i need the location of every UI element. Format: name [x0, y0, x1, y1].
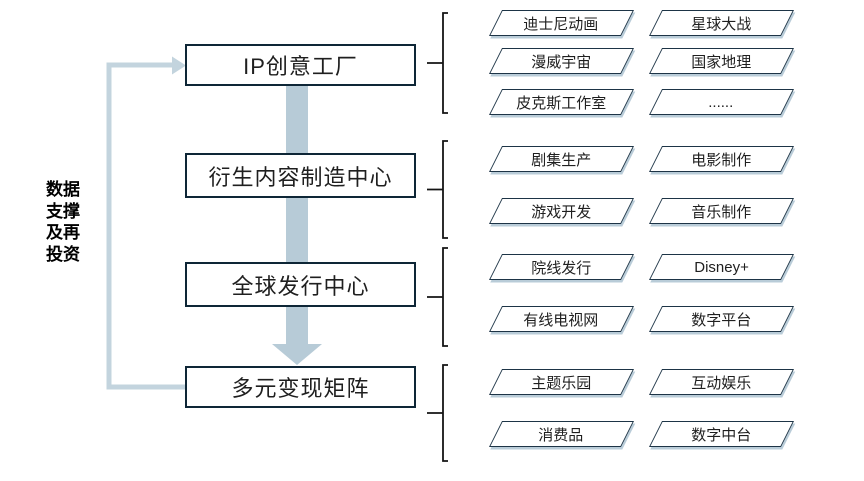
stage-item-label: 漫威宇宙 [531, 53, 592, 71]
bracket-icon-2 [427, 140, 448, 239]
stage-item-label: 数字中台 [691, 426, 752, 444]
stage-item: Disney+ [649, 254, 795, 280]
stage-item-label: 主题乐园 [531, 374, 592, 392]
stage-item-label: 电影制作 [691, 151, 752, 169]
stage-item: 电影制作 [649, 146, 795, 172]
stage-item: 消费品 [489, 421, 635, 447]
stage-item-label: Disney+ [694, 258, 749, 276]
stage-item: 院线发行 [489, 254, 635, 280]
feedback-arrow-icon [172, 56, 186, 75]
side-label-line: 及再 [46, 223, 80, 242]
stage-item-label: 迪士尼动画 [523, 15, 600, 33]
stage-item: 音乐制作 [649, 198, 795, 224]
stage-item: ...... [649, 89, 795, 115]
stage-item: 漫威宇宙 [489, 48, 635, 74]
bracket-icon-1 [427, 12, 448, 114]
side-label-line: 数据 [46, 180, 80, 199]
side-label-line: 支撑 [46, 201, 80, 221]
flow-box-distribution-center: 全球发行中心 [185, 262, 416, 307]
stage-item-label: 国家地理 [691, 53, 752, 71]
stage-item: 皮克斯工作室 [489, 89, 635, 115]
stage-item-label: 有线电视网 [523, 311, 600, 329]
flow-arrow-icon [272, 84, 322, 365]
bracket-icon-4 [427, 364, 448, 462]
stage-item-label: ...... [708, 93, 735, 111]
stage-item-label: 剧集生产 [531, 151, 592, 169]
stage-item: 迪士尼动画 [489, 10, 635, 36]
stage-item: 国家地理 [649, 48, 795, 74]
stage-item-label: 数字平台 [691, 311, 752, 329]
stage-item-label: 皮克斯工作室 [516, 94, 607, 112]
stage-item-label: 游戏开发 [531, 203, 592, 221]
side-label-line: 投资 [46, 244, 80, 264]
flow-box-monetization-matrix: 多元变现矩阵 [185, 366, 416, 408]
stage-item: 互动娱乐 [649, 369, 795, 395]
flow-box-content-center: 衍生内容制造中心 [185, 153, 416, 198]
flow-box-ip-creative-factory: IP创意工厂 [185, 44, 416, 86]
side-label-data-support: 数据 支撑 及再 投资 [41, 179, 85, 265]
stage-item: 星球大战 [649, 10, 795, 36]
stage-item: 有线电视网 [489, 306, 635, 332]
stage-item: 剧集生产 [489, 146, 635, 172]
stage-item-label: 院线发行 [531, 259, 592, 277]
stage-item-label: 消费品 [538, 426, 585, 444]
feedback-line [106, 62, 185, 390]
stage-item: 数字中台 [649, 421, 795, 447]
stage-item-label: 互动娱乐 [691, 374, 752, 392]
stage-item-label: 音乐制作 [691, 203, 752, 221]
stage-item-label: 星球大战 [691, 15, 752, 33]
stage-item: 主题乐园 [489, 369, 635, 395]
bracket-icon-3 [427, 247, 448, 347]
stage-item: 游戏开发 [489, 198, 635, 224]
stage-item: 数字平台 [649, 306, 795, 332]
